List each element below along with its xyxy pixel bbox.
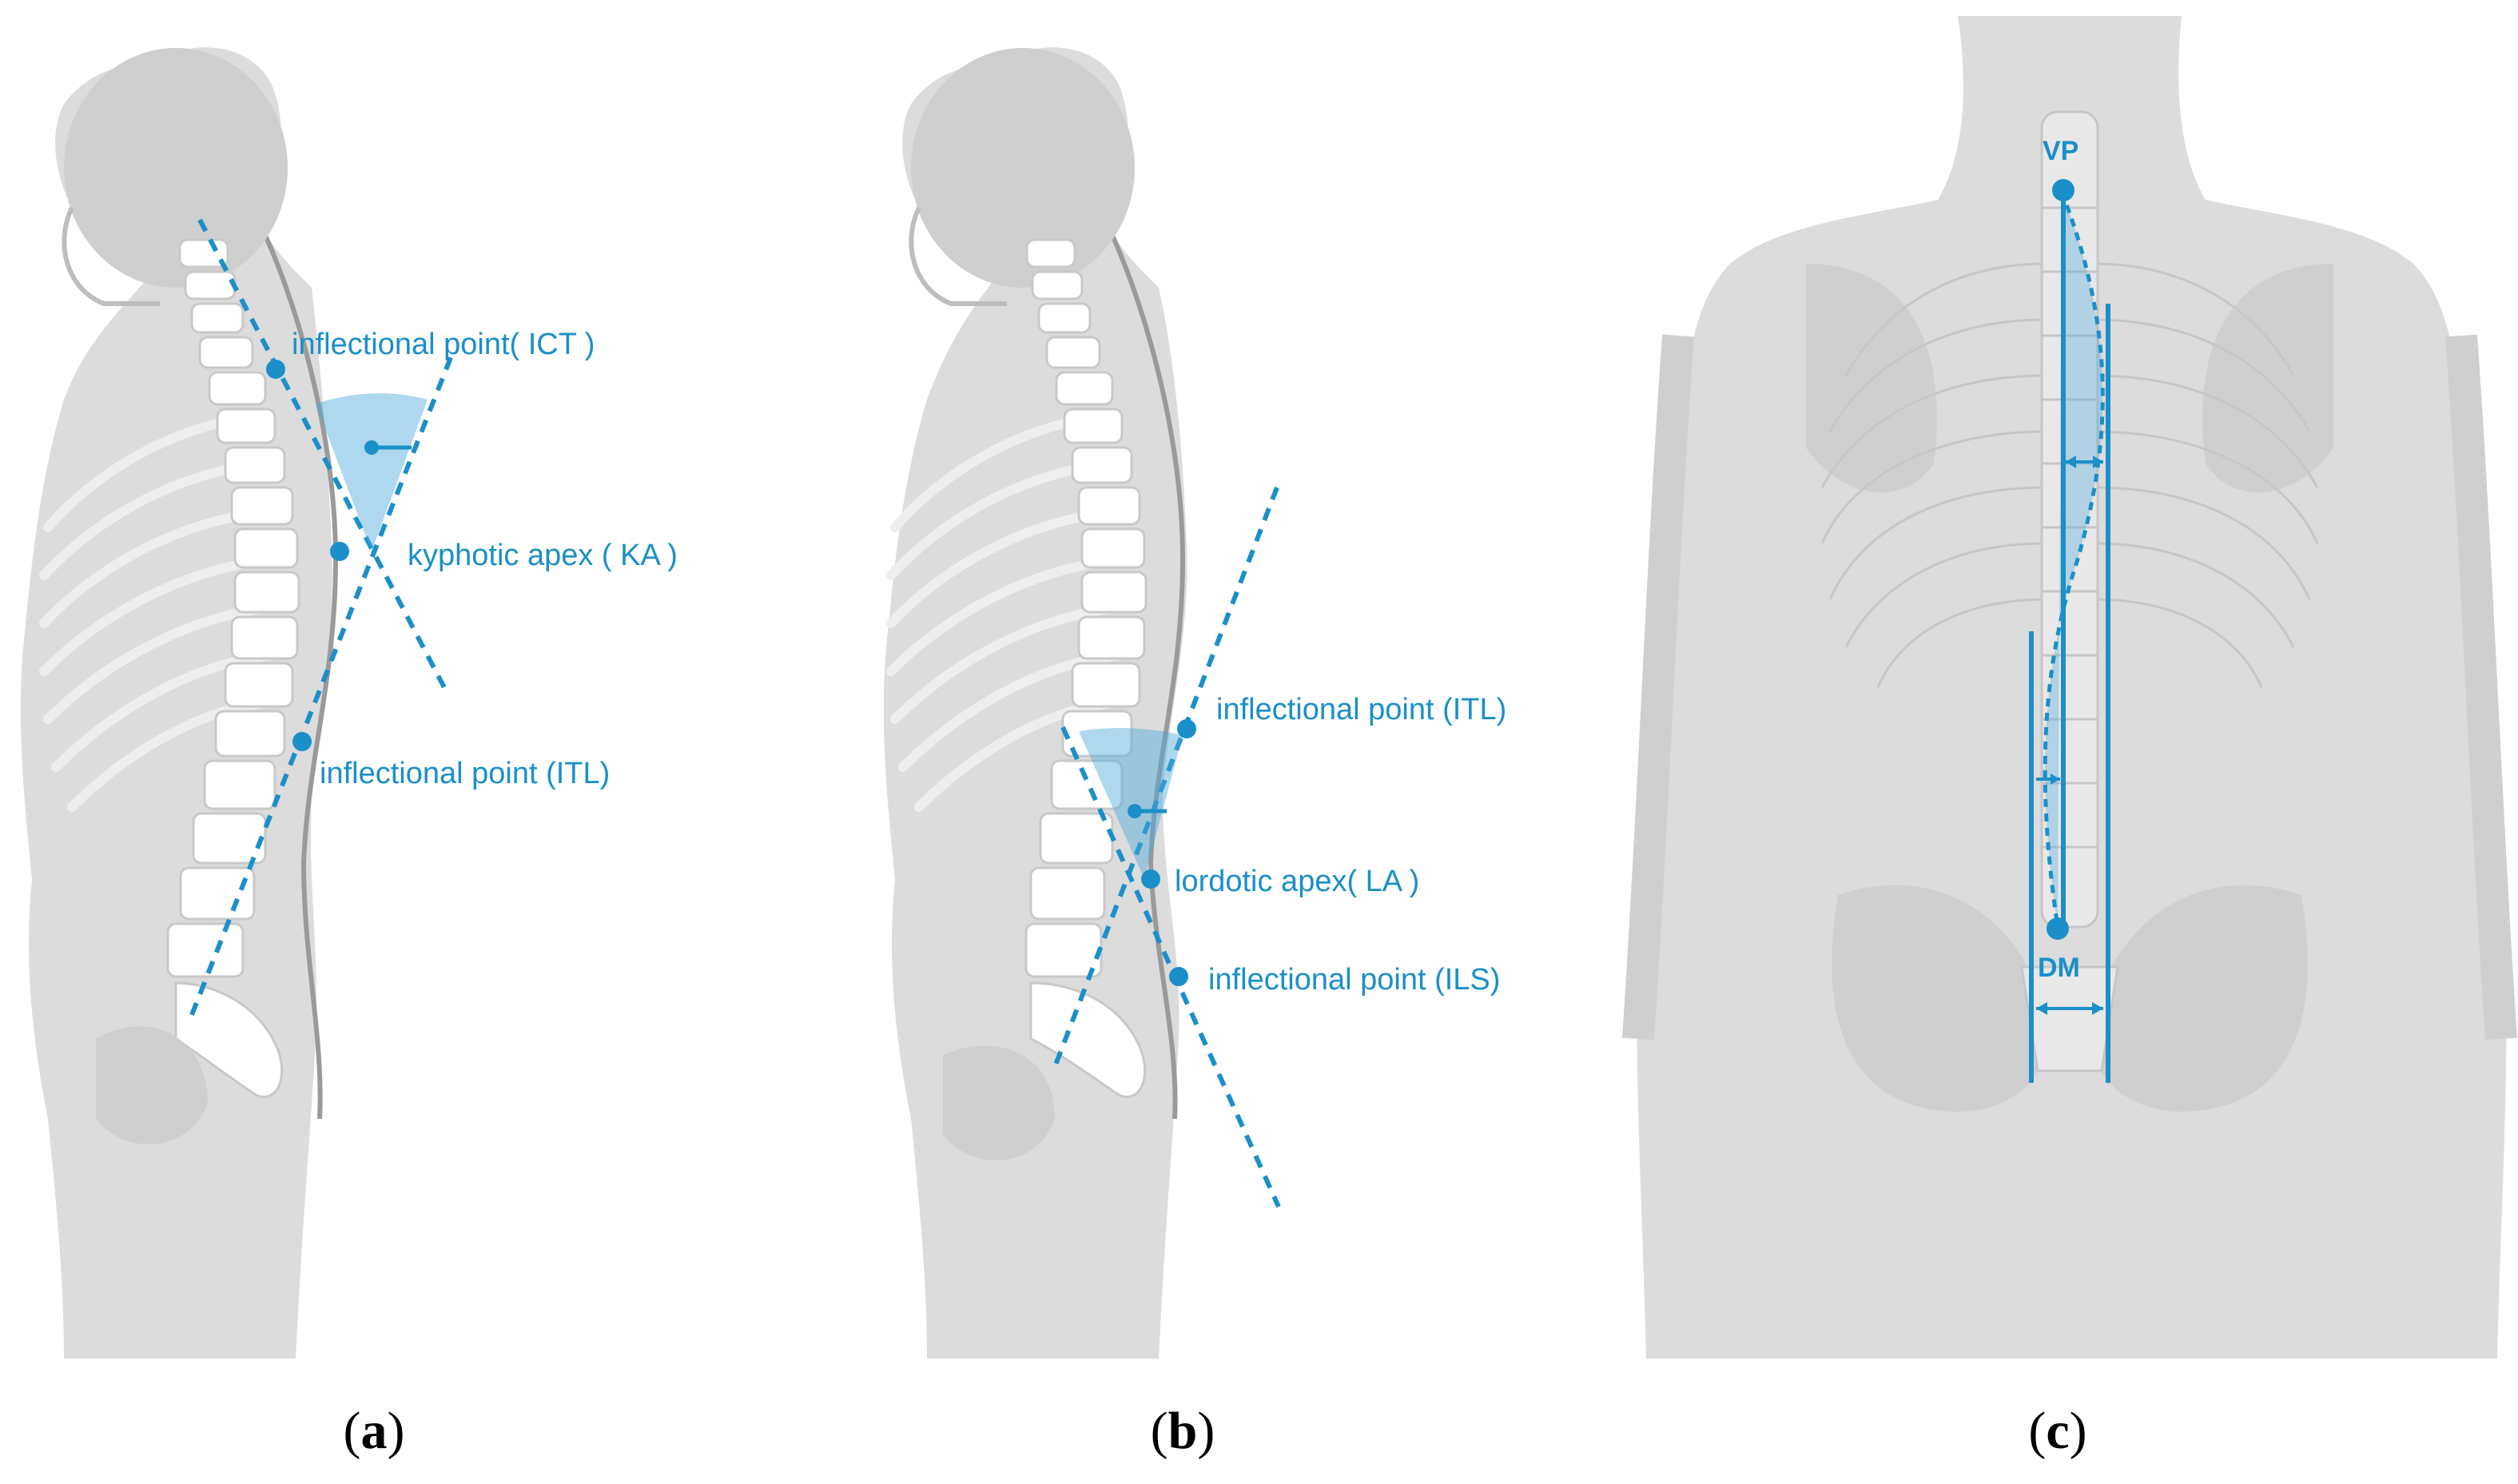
- panel-a: inflectional point( ICT ) kyphotic apex …: [16, 16, 783, 1359]
- caption-a-open: (: [344, 1402, 361, 1460]
- caption-c: (c): [2028, 1402, 2086, 1460]
- panel-c-left-ilium: [1832, 885, 2049, 1112]
- panel-a-angle-dot: [364, 440, 379, 455]
- panel-a-jaw: [62, 206, 160, 306]
- panel-b-jaw: [909, 206, 1007, 306]
- panel-b-pelvis: [943, 1045, 1055, 1161]
- panel-a-kyphosis-angle-wedge: [316, 393, 428, 551]
- panel-c-dm-point: [2047, 917, 2069, 940]
- caption-b: (b): [1151, 1402, 1215, 1460]
- panel-c-spinous-curve: [2043, 191, 2105, 928]
- panel-b-angle-dot: [1128, 804, 1142, 818]
- panel-c-right-ilium: [2090, 885, 2308, 1112]
- panel-b-skull: [911, 48, 1135, 288]
- panel-c-ribs: [1820, 262, 2319, 688]
- panel-a-label-itl: inflectional point (ITL): [320, 757, 610, 790]
- panel-c-label-dm: DM: [2038, 953, 2080, 983]
- caption-c-close: ): [2070, 1402, 2087, 1460]
- panel-c: VP DM: [1622, 16, 2517, 1367]
- caption-a-letter: a: [361, 1402, 388, 1460]
- caption-c-open: (: [2028, 1402, 2046, 1460]
- panel-b-label-itl: inflectional point (ITL): [1216, 693, 1506, 726]
- panel-b: inflectional point (ITL) lordotic apex( …: [863, 16, 1630, 1359]
- panel-a-itl-point: [292, 732, 312, 751]
- panel-a-back-contour: [261, 230, 339, 1120]
- panel-b-itl-point: [1177, 719, 1196, 738]
- panel-b-label-la: lordotic apex( LA ): [1175, 865, 1419, 898]
- panel-c-lower-deviation-arrow: [2036, 774, 2060, 785]
- panel-b-spine: [1024, 238, 1148, 1098]
- panel-c-label-vp: VP: [2043, 136, 2078, 166]
- caption-a: (a): [344, 1402, 405, 1460]
- panel-a-ka-point: [330, 542, 349, 561]
- caption-b-letter: b: [1168, 1402, 1198, 1460]
- panel-a-pelvis: [96, 1026, 208, 1145]
- panel-c-right-arm: [2445, 334, 2517, 1040]
- panel-c-deviation-area: [2045, 192, 2103, 927]
- panel-b-back-contour: [1108, 230, 1186, 1120]
- caption-b-open: (: [1151, 1402, 1168, 1460]
- panel-c-deviation-arrow: [2066, 456, 2103, 468]
- panel-a-skull: [64, 48, 288, 288]
- panel-c-left-arm: [1622, 334, 1694, 1040]
- panel-b-upper-tangent: [1052, 486, 1279, 1068]
- panel-b-lordosis-angle-wedge: [1079, 728, 1183, 879]
- panel-c-vp-point: [2052, 179, 2074, 201]
- panel-a-label-ict: inflectional point( ICT ): [292, 328, 595, 361]
- caption-b-close: ): [1197, 1402, 1215, 1460]
- panel-a-ict-point: [266, 360, 285, 379]
- panel-b-ils-point: [1169, 967, 1188, 986]
- panel-a-lower-tangent: [189, 354, 454, 1017]
- panel-a-label-ka: kyphotic apex ( KA ): [408, 539, 678, 572]
- caption-a-close: ): [388, 1402, 405, 1460]
- panel-b-la-point: [1141, 869, 1160, 889]
- caption-c-letter: c: [2046, 1402, 2069, 1460]
- panel-b-label-ils: inflectional point (ILS): [1208, 963, 1500, 997]
- panel-c-dimple-width-arrow: [2036, 1002, 2103, 1015]
